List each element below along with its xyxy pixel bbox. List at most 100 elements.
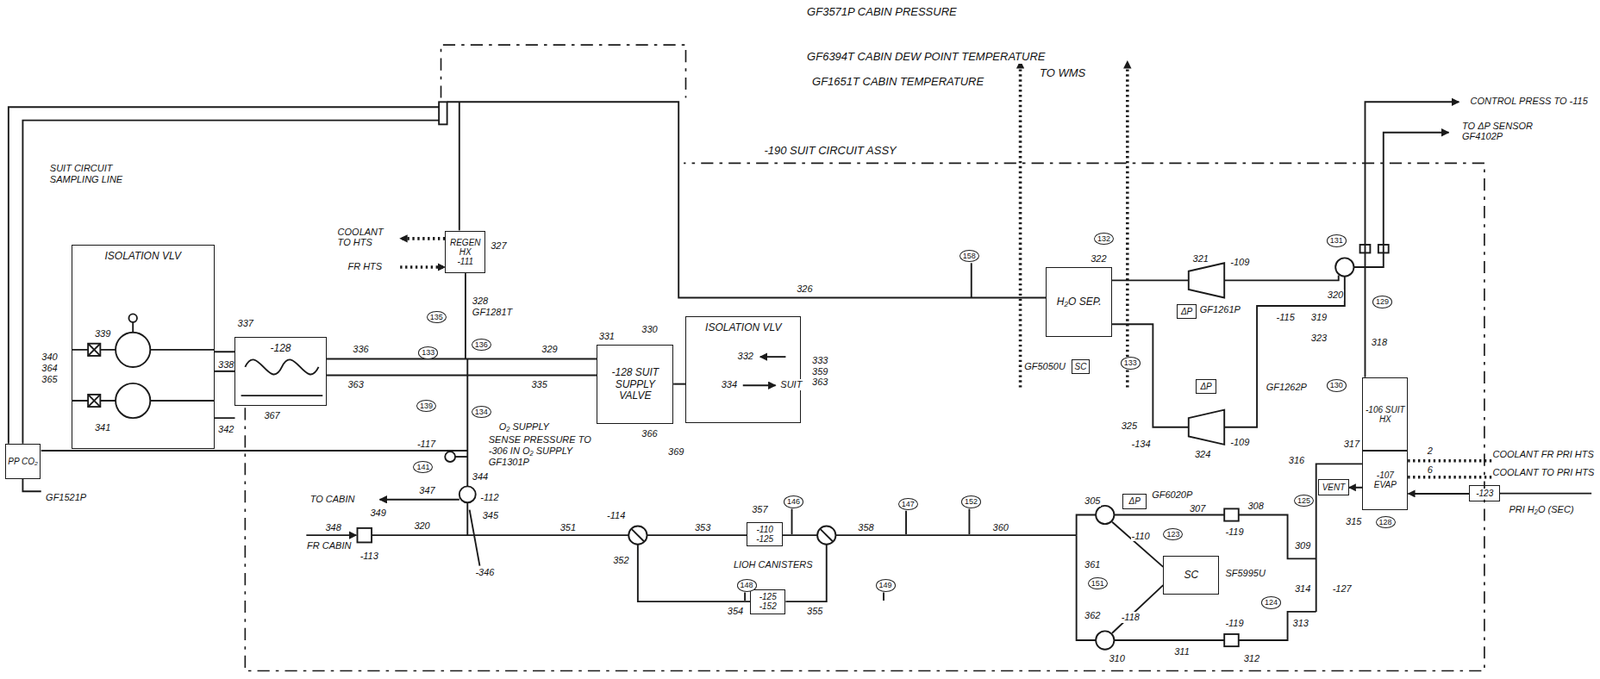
annotation-label: 351: [559, 522, 577, 534]
annotation-label: 357: [750, 504, 769, 516]
annotation-label: GF5050U: [1023, 361, 1067, 373]
pipe-line: [1238, 515, 1317, 560]
valve-symbol: [444, 451, 456, 463]
annotation-label: GF1262P: [1265, 381, 1308, 394]
pipe-line: [458, 101, 461, 231]
annotation-label: 347: [418, 485, 436, 497]
annotation-label: 349: [368, 507, 387, 519]
annotation-label: 310: [1107, 653, 1125, 665]
callout-number: 131: [1326, 234, 1347, 247]
callout-number: 124: [1261, 596, 1282, 609]
annotation-label: 348: [324, 522, 342, 534]
callout-number: 152: [961, 495, 982, 508]
annotation-label: GF1651T CABIN TEMPERATURE: [811, 75, 985, 89]
component-box: ISOLATION VLV: [685, 316, 801, 424]
annotation-label: -119: [1224, 526, 1244, 538]
annotation-label: GF6020P: [1150, 489, 1194, 501]
annotation-label: GF3571P CABIN PRESSURE: [806, 6, 958, 19]
callout-number: 129: [1372, 295, 1393, 308]
callout-number: 128: [1375, 516, 1396, 529]
pipe-line: [1113, 639, 1225, 642]
pipe-line: [455, 456, 468, 458]
annotation-label: 342: [217, 424, 235, 436]
annotation-label: -112: [479, 492, 500, 504]
pipe-line: [380, 499, 460, 501]
annotation-label: SUIT: [779, 379, 803, 391]
annotation-label: 352: [612, 555, 630, 567]
annotation-label: 363: [346, 379, 364, 391]
annotation-label: 367: [262, 410, 281, 422]
pipe-line: [744, 262, 972, 601]
valve-symbol: [1335, 257, 1354, 276]
component-label: ΔP: [1129, 496, 1141, 507]
annotation-label: 337: [237, 318, 255, 330]
pipe-line: [647, 534, 819, 537]
component-symbol: [1378, 244, 1389, 253]
component-label: PP CO₂: [7, 456, 38, 467]
annotation-label: GF1521P: [44, 492, 88, 504]
annotation-label: COOLANT TO HTS: [337, 226, 399, 249]
annotation-label: 354: [726, 606, 744, 618]
component-label: -107 EVAP: [1364, 470, 1406, 490]
callout-number: 146: [783, 495, 804, 508]
pipe-line: [244, 359, 319, 375]
pipe-line: [637, 544, 827, 602]
pipe-line: [469, 510, 481, 567]
annotation-label: 308: [1246, 500, 1264, 513]
component-label: -125 -152: [752, 592, 783, 612]
component-symbol: [1360, 244, 1371, 253]
valve-symbol: [1095, 631, 1114, 650]
pipe-line: [1407, 459, 1492, 463]
pipe-line: [1500, 493, 1592, 495]
annotation-label: 317: [1343, 438, 1361, 450]
callout-number: 139: [416, 400, 437, 413]
annotation-label: 323: [1310, 332, 1328, 344]
component-symbol: [1224, 634, 1239, 647]
annotation-label: 314: [1293, 583, 1312, 595]
component-box: -110 -125: [746, 522, 782, 547]
annotation-label: LIOH CANISTERS: [732, 559, 814, 571]
annotation-label: -113: [359, 550, 380, 563]
callout-number: 134: [471, 406, 492, 419]
valve-symbol: [128, 313, 137, 322]
annotation-label: COOLANT FR PRI HTS: [1492, 449, 1595, 461]
annotation-label: -115: [1275, 312, 1296, 324]
pipe-line: [22, 120, 439, 444]
annotation-label: 344: [471, 471, 489, 483]
annotation-label: 325: [1120, 420, 1138, 432]
fan-symbol: [1188, 410, 1225, 445]
annotation-label: 307: [1188, 503, 1207, 515]
annotation-label: 336: [351, 343, 369, 356]
component-label: -128 SUIT SUPPLY VALVE: [599, 367, 671, 402]
annotation-label: TO ΔP SENSOR GF4102P: [1461, 120, 1545, 143]
component-box: VENT: [1318, 479, 1350, 496]
callout-number: 123: [1162, 528, 1183, 541]
component-box: REGEN HX-111: [444, 231, 486, 275]
callout-number: 158: [959, 250, 980, 263]
callout-number: 149: [875, 579, 896, 592]
annotation-label: 353: [693, 522, 712, 534]
annotation-label: -109: [1229, 437, 1250, 449]
component-box: -123: [1468, 485, 1500, 502]
pipe-line: [244, 162, 1485, 671]
annotation-label: 328 GF1281T: [471, 295, 520, 318]
annotation-label: 366: [640, 428, 658, 440]
component-label: ΔP: [1200, 381, 1212, 392]
callout-number: 132: [1093, 232, 1114, 245]
component-box: -106 SUIT HX: [1362, 377, 1408, 451]
annotation-label: 6: [1426, 464, 1434, 476]
callout-number: 141: [412, 461, 433, 474]
component-symbol: [1224, 508, 1239, 521]
flow-connector: [1349, 487, 1363, 489]
annotation-label: SF5995U: [1224, 568, 1266, 580]
valve-symbol: [459, 486, 476, 503]
annotation-label: 327: [489, 240, 507, 252]
pipe-line: [41, 450, 469, 452]
annotation-label: 311: [1173, 646, 1191, 658]
pipe-line: [87, 394, 100, 407]
pipe-line: [1112, 324, 1189, 428]
annotation-label: 312: [1243, 653, 1261, 665]
annotation-label: 360: [992, 522, 1010, 534]
annotation-label: 321: [1192, 253, 1210, 265]
